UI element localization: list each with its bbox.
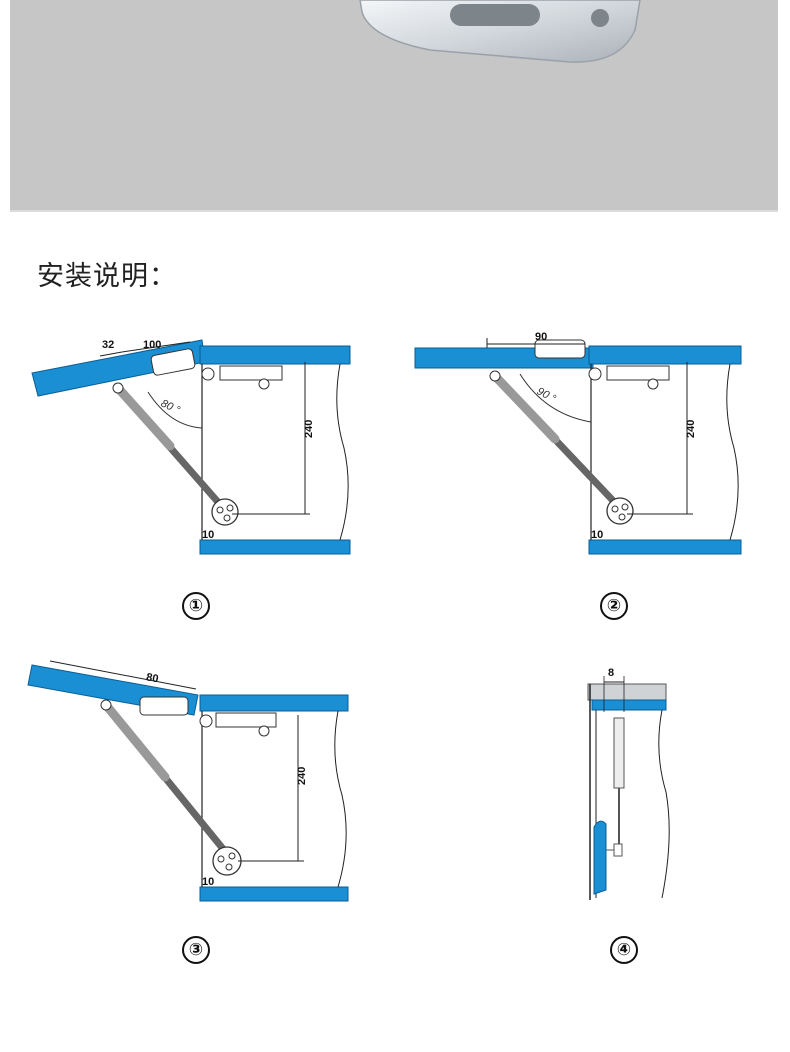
dim-a: 8 [608, 667, 614, 679]
dim-bottom: 10 [591, 529, 603, 541]
installation-heading: 安装说明： [37, 261, 177, 292]
bottom-panel [588, 539, 742, 555]
dim-bottom: 10 [202, 876, 214, 888]
step-2-badge: ② [600, 592, 628, 620]
top-panel [591, 699, 667, 711]
diagram-3: 80 240 10 [20, 655, 360, 915]
diagram-2: 90 240 10 90 ° [395, 318, 755, 568]
diagram-1: 32 100 240 10 80 ° [10, 318, 365, 568]
bottom-panel [199, 886, 349, 902]
step-3-badge: ③ [182, 936, 210, 964]
step-1-badge: ① [182, 592, 210, 620]
dim-angle: 80 ° [159, 397, 182, 416]
dim-a: 32 [102, 339, 114, 351]
dim-bottom: 10 [202, 529, 214, 541]
product-photo [10, 0, 778, 212]
step-4-badge: ④ [610, 936, 638, 964]
dim-a: 90 [535, 331, 547, 343]
dim-angle: 90 ° [535, 385, 559, 405]
diagram-4: 8 [570, 662, 680, 912]
top-panel [199, 694, 349, 712]
dim-a: 80 [145, 671, 159, 685]
dim-b: 100 [143, 339, 161, 351]
dim-height: 240 [685, 420, 697, 438]
dim-height: 240 [296, 767, 308, 785]
top-panel [588, 345, 742, 365]
top-panel [199, 345, 351, 365]
dim-height: 240 [303, 420, 315, 438]
hinge-bracket-photo-icon [359, 0, 641, 63]
side-board [593, 820, 607, 895]
bottom-panel [199, 539, 351, 555]
